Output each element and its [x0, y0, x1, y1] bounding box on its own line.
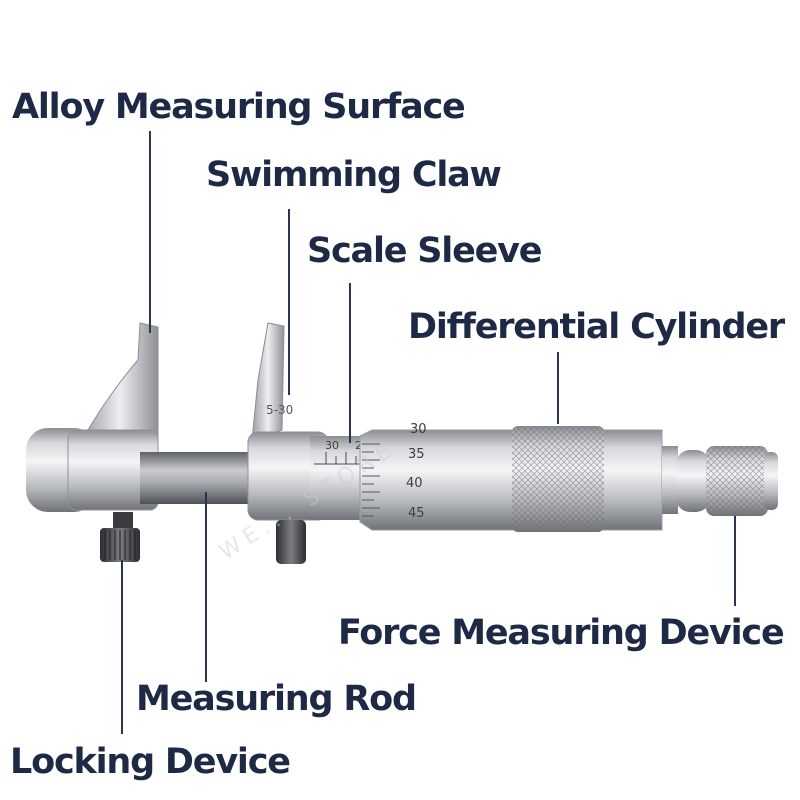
sleeve-scale-30: 30: [325, 439, 339, 452]
sleeve-scale-2: 2: [355, 439, 362, 452]
fixed-jaw: [81, 322, 159, 441]
thimble-scale-35: 35: [408, 447, 425, 462]
label-locking-device: Locking Device: [10, 742, 291, 782]
jaw-range-text: 5-30: [266, 403, 293, 417]
thimble-scale-30: 30: [410, 422, 427, 437]
leader-force-measuring-device: [734, 516, 736, 606]
locking-device-knob: [100, 512, 140, 562]
label-force-measuring-device: Force Measuring Device: [338, 613, 785, 653]
force-measuring-device: [662, 446, 778, 516]
leader-alloy-measuring-surface: [149, 131, 151, 333]
label-alloy-measuring-surface: Alloy Measuring Surface: [12, 87, 466, 127]
leader-measuring-rod: [205, 492, 207, 682]
label-swimming-claw: Swimming Claw: [206, 155, 502, 195]
measuring-rod: [140, 452, 265, 504]
differential-cylinder: 30 35 40 45: [359, 422, 663, 532]
leader-locking-device: [121, 560, 123, 734]
leader-scale-sleeve: [349, 283, 351, 443]
swimming-claw: 5-30: [247, 322, 329, 564]
label-differential-cylinder: Differential Cylinder: [408, 307, 785, 347]
left-body: [26, 428, 159, 512]
label-scale-sleeve: Scale Sleeve: [307, 231, 543, 271]
thimble-scale-40: 40: [406, 476, 423, 491]
thimble-scale-45: 45: [408, 506, 425, 521]
leader-swimming-claw: [288, 209, 290, 395]
leader-differential-cylinder: [557, 352, 559, 424]
label-measuring-rod: Measuring Rod: [136, 679, 417, 719]
